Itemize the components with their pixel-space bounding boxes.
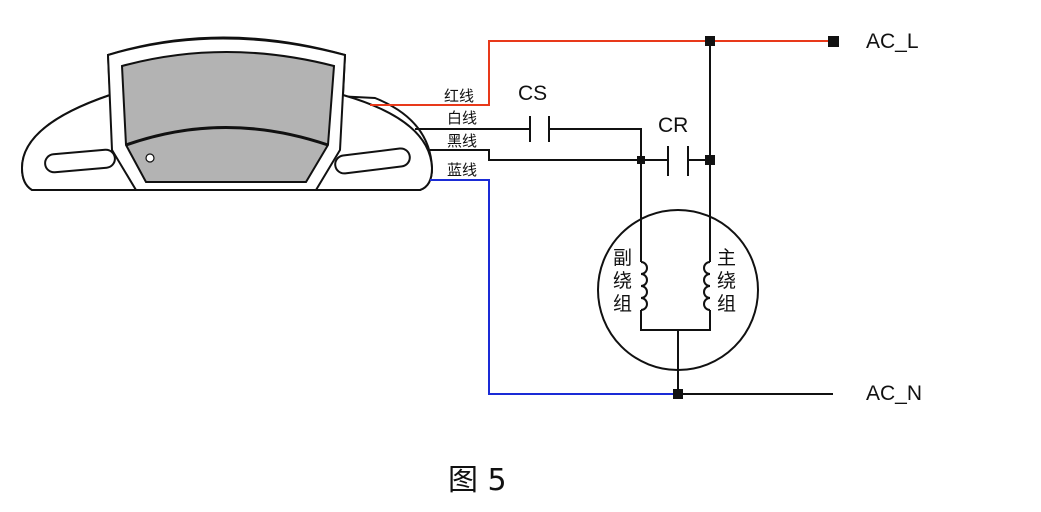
junctions: [637, 36, 839, 399]
wires: [370, 40, 833, 395]
junction-cr-left: [637, 156, 645, 164]
motor-housing: [20, 36, 434, 191]
housing-window: [120, 51, 336, 183]
motor-circle: [597, 209, 759, 371]
blue-wire-label: 蓝线: [447, 161, 477, 179]
main-winding-char-3: 组: [717, 293, 736, 315]
motor-symbol: [597, 209, 759, 371]
junction-neutral: [673, 389, 683, 399]
main-winding-coil: [703, 261, 711, 311]
housing-arc: [125, 126, 329, 147]
figure-caption: 图 5: [448, 463, 507, 498]
blue-wire: [430, 179, 678, 395]
capacitor-cr: [667, 146, 689, 176]
capacitor-cs: [529, 116, 550, 142]
housing-hole: [145, 153, 155, 163]
black-wire: [430, 149, 668, 161]
main-winding-char-2: 绕: [717, 270, 736, 292]
aux-winding-char-2: 绕: [613, 270, 632, 292]
aux-winding-char-3: 组: [613, 293, 632, 315]
black-wire-label: 黑线: [447, 132, 477, 150]
mounting-slot-left: [44, 148, 116, 174]
cr-label: CR: [658, 114, 688, 137]
ac-n-label: AC_N: [866, 382, 922, 405]
ac-l-label: AC_L: [866, 30, 919, 53]
aux-winding-char-1: 副: [613, 247, 632, 269]
aux-winding-coil: [640, 261, 648, 311]
mounting-slot-right: [334, 147, 411, 175]
main-winding-char-1: 主: [717, 247, 736, 269]
junction-line-top: [705, 36, 715, 46]
junction-cr-right: [705, 155, 715, 165]
white-wire-label: 白线: [447, 109, 477, 127]
red-wire: [370, 40, 833, 106]
cs-label: CS: [518, 82, 547, 105]
common-line: [640, 310, 711, 331]
terminal-ac-l-dot: [828, 36, 839, 47]
cs-to-node: [549, 128, 642, 160]
red-wire-label: 红线: [444, 87, 474, 105]
